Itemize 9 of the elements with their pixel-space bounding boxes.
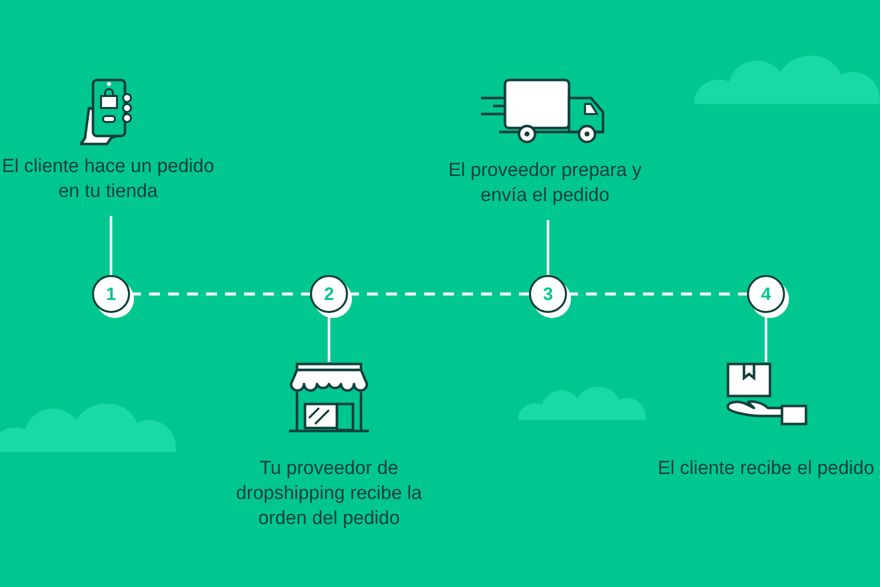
connector-line — [546, 220, 550, 275]
dashed-connector — [130, 292, 310, 296]
connector-line — [110, 216, 112, 275]
dashed-connector — [348, 292, 529, 296]
step-description: El proveedor prepara y envía el pedido — [447, 159, 643, 208]
dashed-connector — [567, 292, 747, 296]
step-description: El cliente hace un pedido en tu tienda — [0, 155, 216, 204]
step-description: Tu proveedor de dropshipping recibe la orden del pedido — [235, 457, 423, 531]
step-description: El cliente recibe el pedido — [658, 457, 874, 481]
